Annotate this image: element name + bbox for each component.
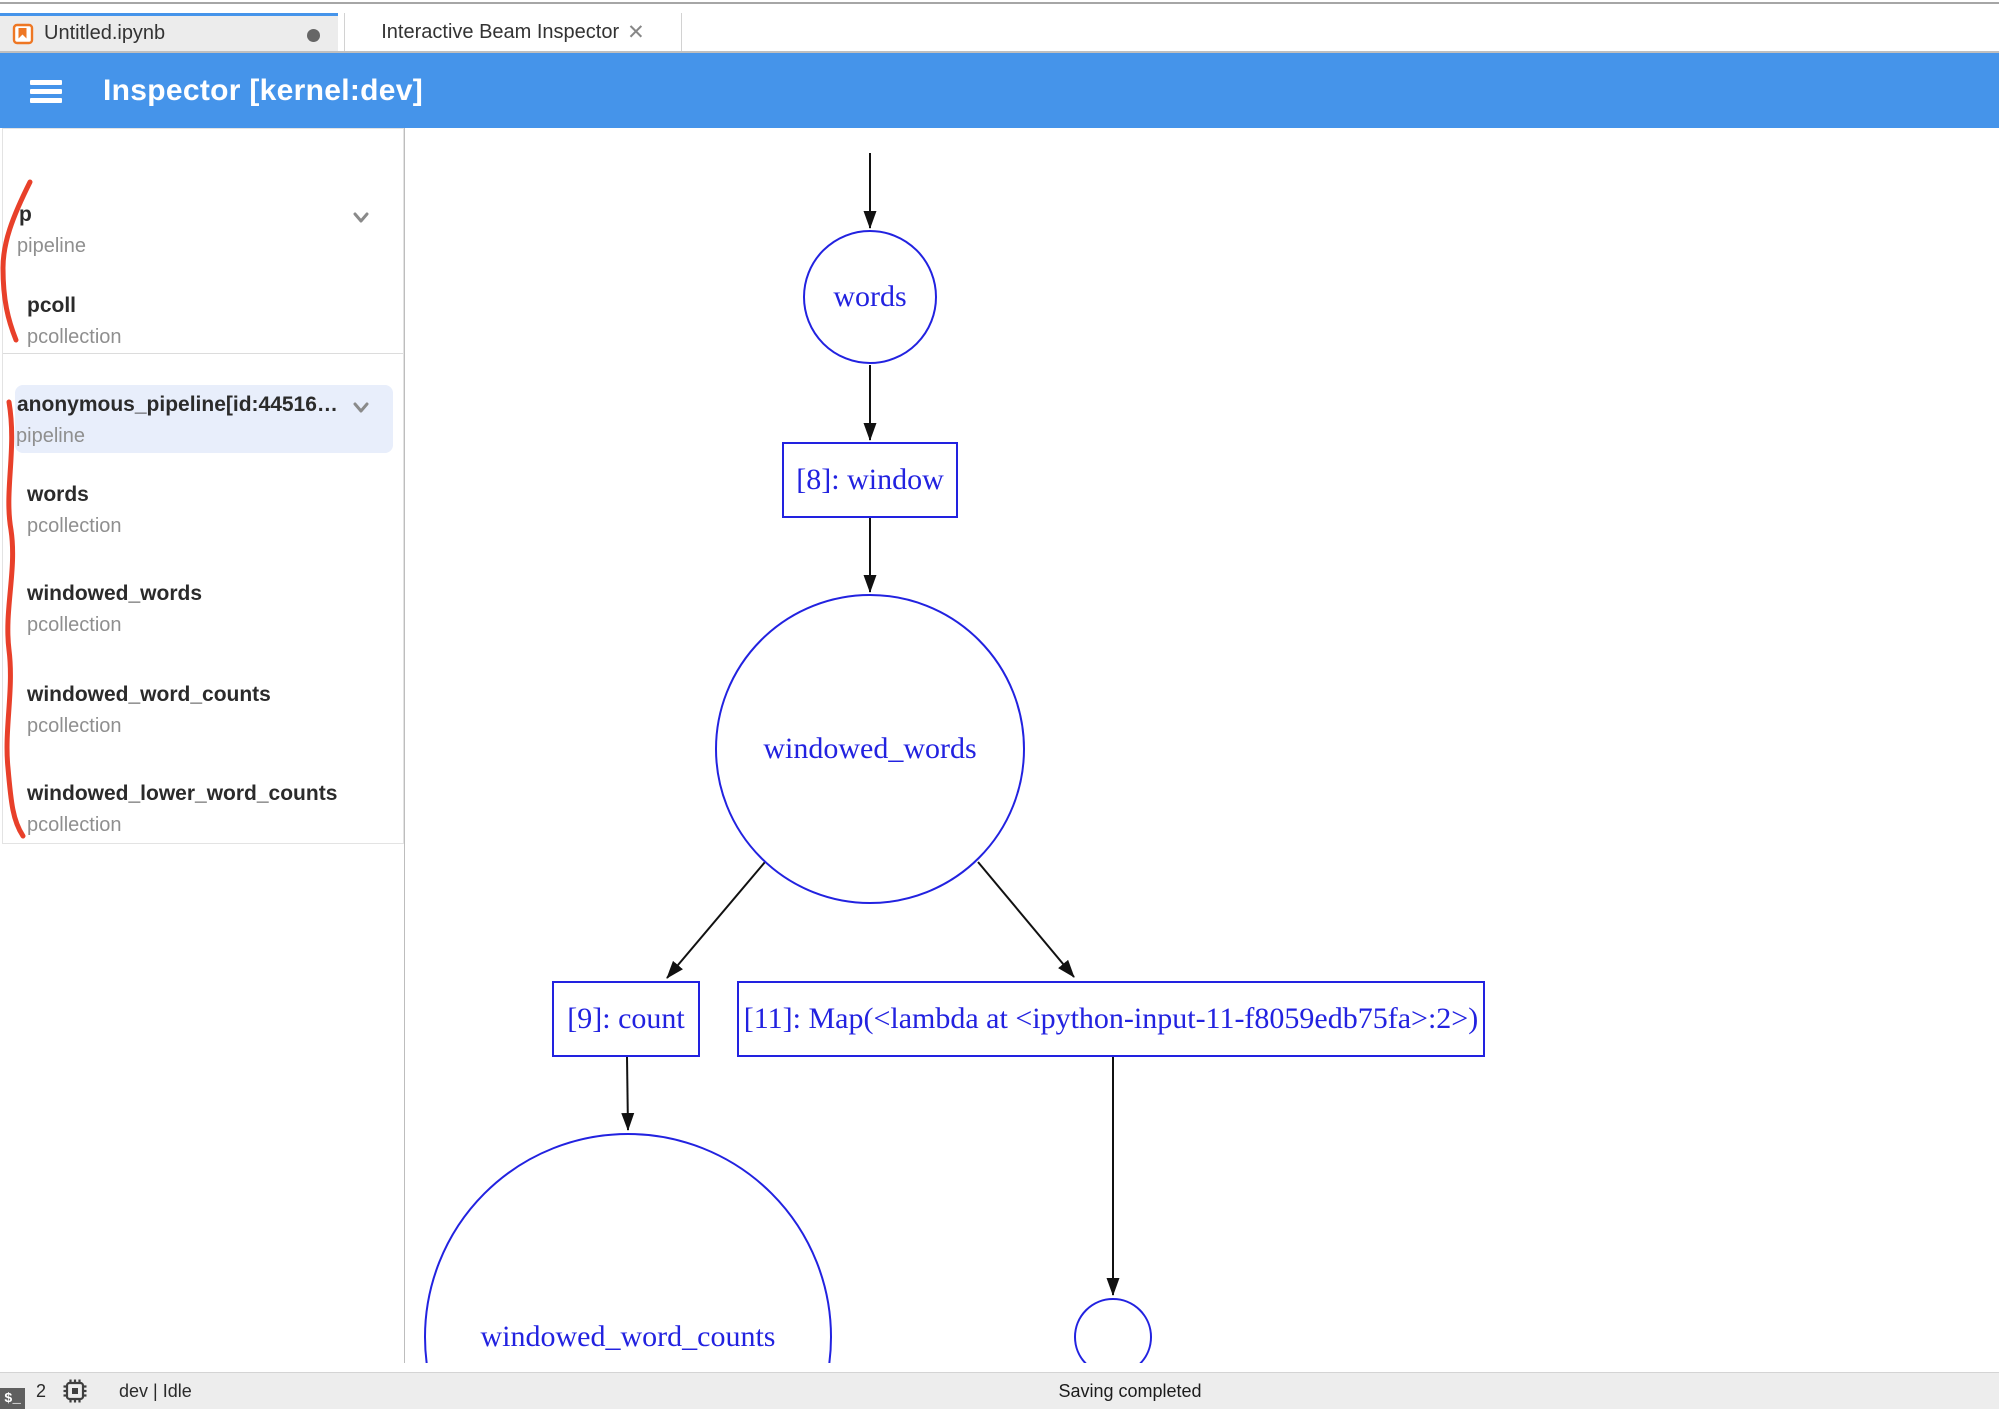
- sidebar-item-type: pcollection: [27, 515, 122, 537]
- tab-bar-divider: [0, 51, 1999, 53]
- content-status-gap: [0, 1363, 1999, 1372]
- sidebar-item-type: pcollection: [27, 614, 122, 636]
- kernel-status-text[interactable]: dev | Idle: [119, 1380, 192, 1401]
- graph-node-windowed-words[interactable]: windowed_words: [715, 594, 1025, 904]
- sidebar-group-divider: [3, 353, 403, 354]
- node-label: windowed_words: [763, 732, 977, 765]
- tab-label: Interactive Beam Inspector: [381, 20, 620, 43]
- graph-node-count-transform[interactable]: [9]: count: [552, 981, 700, 1057]
- status-bar: $_ 2 dev | Idle Saving completed: [0, 1372, 1999, 1409]
- graph-node-windowed-word-counts[interactable]: windowed_word_counts: [424, 1133, 832, 1363]
- sidebar-item-type: pipeline: [17, 235, 86, 257]
- node-label: [9]: count: [567, 1002, 685, 1035]
- node-label: [11]: Map(<lambda at <ipython-input-11-f…: [743, 1002, 1479, 1035]
- window-top-border: [0, 2, 1999, 4]
- notebook-icon: [12, 23, 34, 44]
- inspector-header-bar: [0, 53, 1999, 128]
- sidebar-item-windowed-lower-word-counts[interactable]: windowed_lower_word_counts: [27, 782, 338, 805]
- pipeline-list-card: p pipeline pcoll pcollection anonymous_p…: [2, 128, 404, 844]
- node-label: [8]: window: [796, 463, 944, 496]
- menu-icon[interactable]: [30, 80, 62, 103]
- node-label: words: [833, 280, 907, 313]
- page-title: Inspector [kernel:dev]: [103, 73, 424, 107]
- sidebar-item-windowed-word-counts[interactable]: windowed_word_counts: [27, 683, 271, 706]
- sidebar-item-windowed-words[interactable]: windowed_words: [27, 582, 203, 605]
- sidebar-item-pcoll[interactable]: pcoll: [27, 294, 77, 317]
- sidebar-item-anonymous-pipeline[interactable]: anonymous_pipeline[id:44516…: [17, 393, 338, 416]
- sidebar-item-type: pcollection: [27, 326, 122, 348]
- unsaved-changes-dot: [307, 29, 320, 42]
- tab-untitled-notebook[interactable]: Untitled.ipynb: [0, 13, 338, 51]
- sidebar-item-type: pcollection: [27, 715, 122, 737]
- graph-node-words[interactable]: words: [803, 230, 937, 364]
- tab-beam-inspector[interactable]: Interactive Beam Inspector ✕: [344, 13, 682, 51]
- graph-node-map-transform[interactable]: [11]: Map(<lambda at <ipython-input-11-f…: [737, 981, 1485, 1057]
- pipeline-graph-area: words [8]: window windowed_words [9]: co…: [0, 128, 1999, 1364]
- selected-item-highlight: [15, 385, 393, 453]
- node-label: windowed_word_counts: [480, 1320, 776, 1353]
- tab-label: Untitled.ipynb: [44, 22, 166, 44]
- tab-bar: Untitled.ipynb Interactive Beam Inspecto…: [0, 13, 1999, 51]
- chevron-down-icon[interactable]: [347, 393, 375, 421]
- status-message: Saving completed: [1058, 1380, 1202, 1401]
- graph-node-windowed-lower-word-counts[interactable]: [1074, 1298, 1152, 1363]
- inspector-sidebar: p pipeline pcoll pcollection anonymous_p…: [0, 128, 405, 1363]
- close-icon[interactable]: ✕: [627, 20, 645, 44]
- sidebar-item-p[interactable]: p: [19, 203, 32, 226]
- chevron-down-icon[interactable]: [347, 203, 375, 231]
- sidebar-item-type: pipeline: [16, 425, 85, 447]
- kernel-count[interactable]: 2: [36, 1380, 47, 1401]
- sidebar-item-words[interactable]: words: [27, 483, 89, 506]
- sidebar-item-type: pcollection: [27, 814, 122, 836]
- graph-node-window-transform[interactable]: [8]: window: [782, 442, 958, 518]
- kernel-chip-icon[interactable]: [60, 1376, 90, 1406]
- terminal-icon[interactable]: $_: [0, 1388, 25, 1409]
